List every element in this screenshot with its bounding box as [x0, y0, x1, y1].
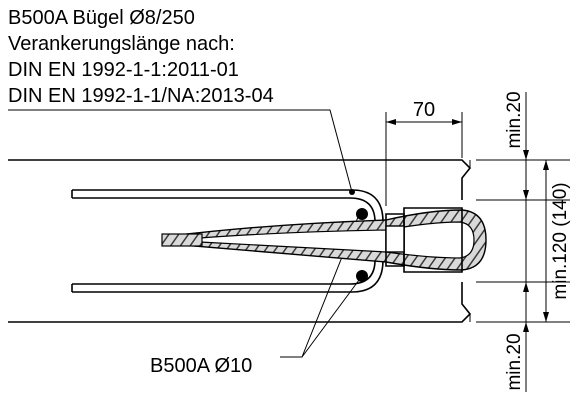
dimension-70-label: 70	[413, 99, 435, 121]
anchor-casing	[385, 207, 463, 273]
note-leader-line	[8, 109, 353, 193]
dimension-min-middle: min.120 (140)	[550, 182, 570, 299]
bar-leader-lines	[280, 211, 363, 358]
bar-top	[356, 208, 368, 220]
bar-bottom	[356, 270, 368, 282]
note-standard-1: DIN EN 1992-1-1:2011-01	[8, 59, 239, 81]
note-anchorage: Verankerungslänge nach:	[8, 33, 235, 55]
note-standard-2: DIN EN 1992-1-1/NA:2013-04	[8, 85, 274, 107]
note-block: B500A Bügel Ø8/250 Verankerungslänge nac…	[8, 7, 274, 107]
vertical-dimensions: min.20 min.120 (140) min.20	[476, 91, 570, 392]
bar-label: B500A Ø10	[150, 355, 252, 377]
note-stirrup: B500A Bügel Ø8/250	[8, 7, 195, 29]
dimension-70: 70	[385, 99, 463, 206]
wire-rope-loop	[161, 209, 487, 271]
slab-outline	[8, 159, 472, 323]
dimension-min-bottom: min.20	[504, 333, 525, 390]
dimension-min-top: min.20	[504, 91, 525, 148]
